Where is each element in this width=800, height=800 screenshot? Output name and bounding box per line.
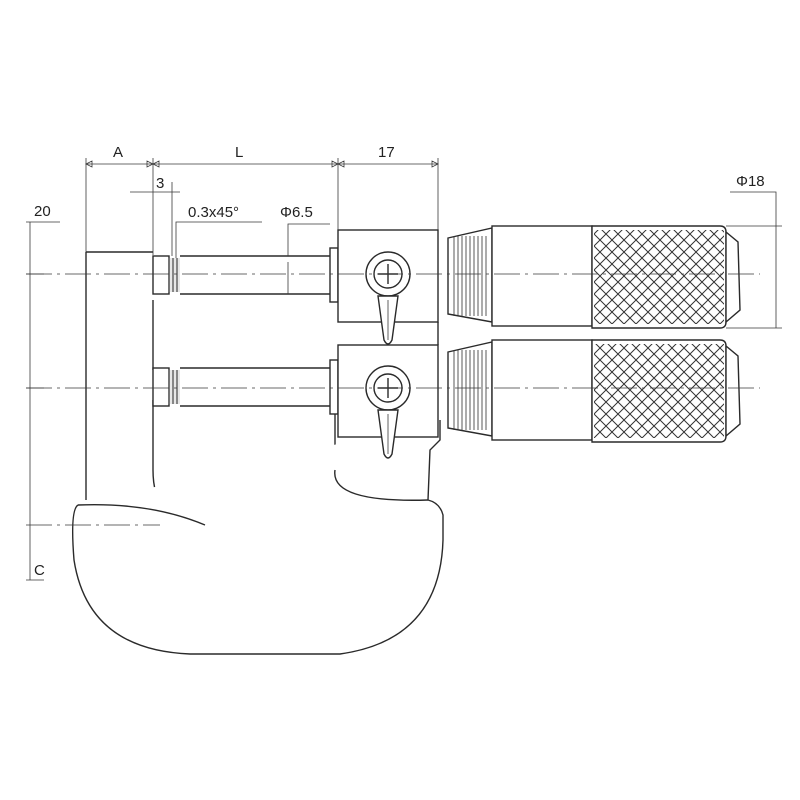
dimension-lines — [26, 158, 782, 581]
anvil — [152, 255, 180, 407]
spindle-lower — [180, 359, 339, 415]
dim-label-c: C — [34, 562, 45, 579]
dim-label-chamfer: 0.3x45° — [188, 204, 239, 221]
dim-label-phi65: Φ6.5 — [280, 204, 313, 221]
dim-label-l: L — [235, 144, 243, 161]
thimble-upper — [447, 225, 741, 329]
thimble-lower — [447, 339, 741, 443]
dim-label-17: 17 — [378, 144, 395, 161]
spindle-upper — [180, 247, 339, 303]
dim-label-phi18: Φ18 — [736, 173, 765, 190]
dim-label-3: 3 — [156, 175, 164, 192]
dim-label-a: A — [113, 144, 123, 161]
frame — [71, 251, 444, 655]
frame-bow — [71, 420, 444, 655]
dim-label-20: 20 — [34, 203, 51, 220]
